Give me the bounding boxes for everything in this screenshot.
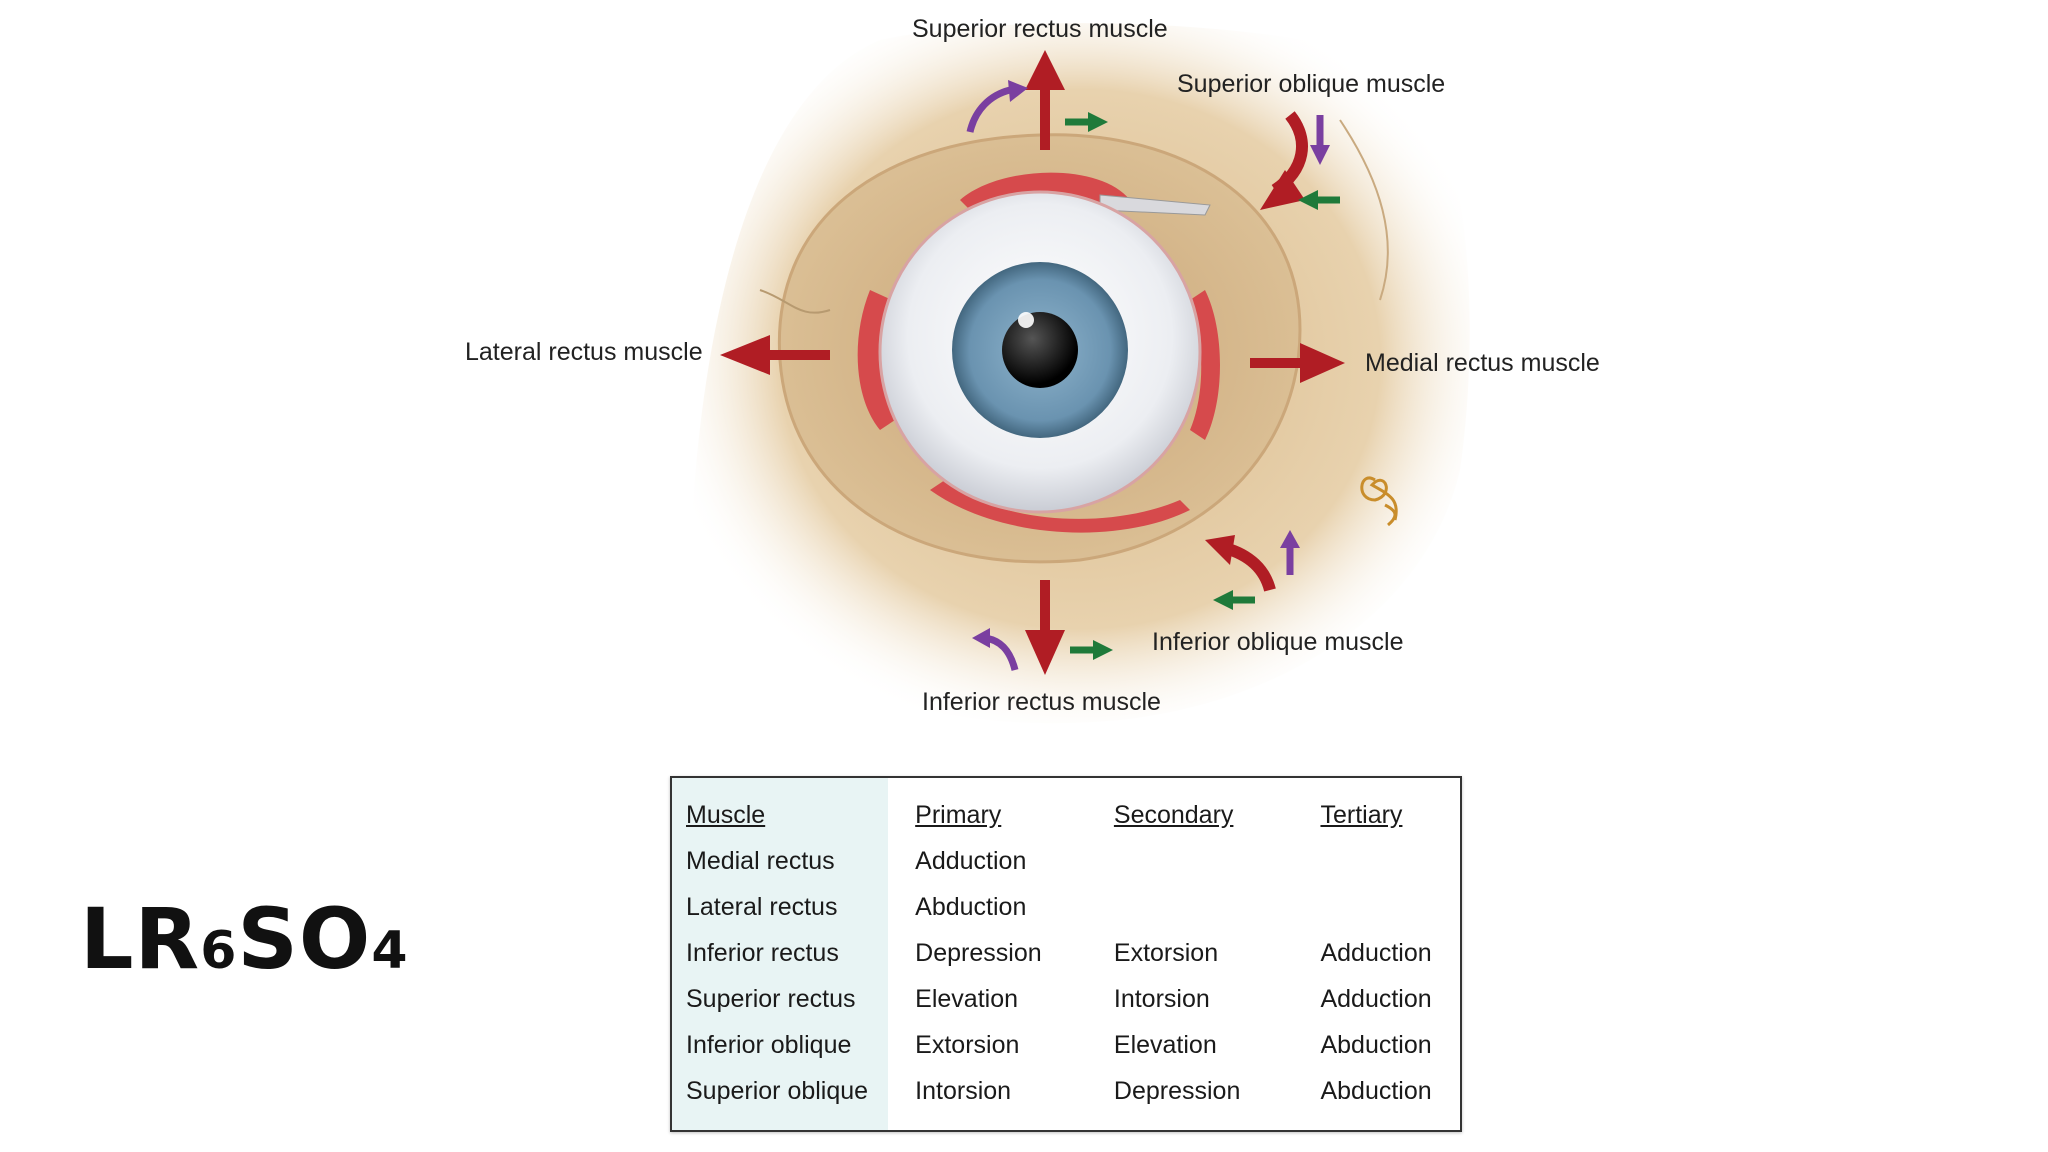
table-row: Inferior oblique Extorsion Elevation Abd…: [672, 1022, 1460, 1068]
cell-tertiary: [1320, 838, 1460, 884]
table-row: Inferior rectus Depression Extorsion Add…: [672, 930, 1460, 976]
cell-secondary: Elevation: [1113, 1030, 1217, 1059]
lateral-rectus-primary-arrow: [720, 335, 830, 375]
inferior-rectus-primary-arrow: [1025, 580, 1065, 675]
cell-primary: Depression: [915, 938, 1042, 967]
cell-secondary: Depression: [1113, 1076, 1241, 1105]
label-inferior-oblique: Inferior oblique muscle: [1152, 628, 1404, 656]
mnemonic-part1: LR: [80, 890, 201, 988]
label-medial-rectus: Medial rectus muscle: [1365, 349, 1600, 377]
cell-muscle: Medial rectus: [686, 846, 835, 875]
header-primary: Primary: [915, 800, 1002, 829]
cell-tertiary: [1320, 884, 1460, 930]
eyeball: [878, 190, 1202, 514]
medial-rectus-primary-arrow: [1250, 343, 1345, 383]
cell-muscle: Superior oblique: [686, 1076, 869, 1105]
muscle-action-table: Muscle Primary Secondary Tertiary Medial…: [670, 776, 1462, 1132]
mnemonic-lr6so4: LR6SO4: [80, 890, 409, 988]
superior-rectus-primary-arrow: [1025, 50, 1065, 150]
table-row: Medial rectus Adduction: [672, 838, 1460, 884]
muscle-labels: Superior rectus muscle Superior oblique …: [465, 15, 1600, 716]
table-row: Superior oblique Intorsion Depression Ab…: [672, 1068, 1460, 1114]
label-lateral-rectus: Lateral rectus muscle: [465, 338, 703, 366]
header-muscle: Muscle: [686, 800, 766, 829]
cell-muscle: Inferior rectus: [686, 938, 839, 967]
table-row: Lateral rectus Abduction: [672, 884, 1460, 930]
cell-tertiary: Adduction: [1320, 938, 1432, 967]
muscle-column-shading: [672, 778, 888, 1130]
label-inferior-rectus: Inferior rectus muscle: [922, 688, 1161, 716]
cell-primary: Abduction: [915, 892, 1027, 921]
mnemonic-part2: SO: [237, 890, 372, 988]
cell-muscle: Inferior oblique: [686, 1030, 852, 1059]
header-secondary: Secondary: [1113, 800, 1234, 829]
cell-primary: Elevation: [915, 984, 1019, 1013]
cell-muscle: Lateral rectus: [686, 892, 838, 921]
cell-tertiary: Adduction: [1320, 984, 1432, 1013]
cell-secondary: [1114, 838, 1321, 884]
mnemonic-sub1: 6: [200, 921, 238, 981]
label-superior-oblique: Superior oblique muscle: [1177, 70, 1445, 98]
cell-primary: Intorsion: [915, 1076, 1012, 1105]
table-row: Superior rectus Elevation Intorsion Addu…: [672, 976, 1460, 1022]
cell-primary: Adduction: [915, 846, 1027, 875]
artist-signature: [1360, 476, 1398, 527]
label-superior-rectus: Superior rectus muscle: [912, 15, 1168, 43]
cell-tertiary: Abduction: [1320, 1076, 1432, 1105]
cell-muscle: Superior rectus: [686, 984, 856, 1013]
action-arrows: [720, 50, 1345, 675]
cell-secondary: Intorsion: [1113, 984, 1210, 1013]
cell-tertiary: Abduction: [1320, 1030, 1432, 1059]
table-header-row: Muscle Primary Secondary Tertiary: [672, 792, 1460, 838]
mnemonic-sub2: 4: [371, 921, 409, 981]
superior-rectus-secondary-arrow: [966, 86, 1011, 133]
pupil: [1002, 312, 1078, 388]
header-tertiary: Tertiary: [1320, 800, 1403, 829]
cell-secondary: [1114, 884, 1321, 930]
cell-primary: Extorsion: [915, 1030, 1020, 1059]
cell-secondary: Extorsion: [1113, 938, 1219, 967]
